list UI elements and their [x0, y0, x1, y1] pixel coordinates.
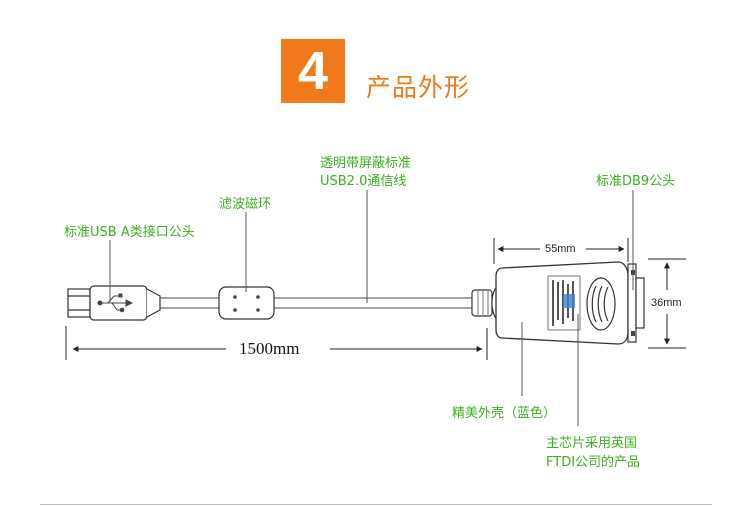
- section-title: 产品外形: [366, 73, 471, 102]
- label-cable-line2: USB2.0通信线: [320, 174, 407, 189]
- label-cable-line1: 透明带屏蔽标准: [320, 156, 412, 171]
- leader-lines: [109, 190, 634, 426]
- label-usb-a-plug: 标准USB A类接口公头: [64, 225, 195, 240]
- cable-segment-1: [160, 297, 220, 309]
- section-number-badge: 4: [281, 39, 345, 103]
- label-ferrite-ring: 滤波磁环: [219, 197, 272, 212]
- length-dimension-label: 1500mm: [239, 339, 300, 358]
- cable-segment-2: [274, 297, 475, 309]
- height-dimension: [648, 258, 686, 349]
- bottom-divider: [40, 504, 712, 505]
- label-shell: 精美外壳（蓝色）: [452, 406, 557, 421]
- usb-a-plug: [67, 285, 161, 321]
- strain-relief: [471, 289, 493, 317]
- height-dimension-label: 36mm: [651, 297, 682, 309]
- width-dimension-label: 55mm: [545, 243, 576, 255]
- db9-connector: [627, 263, 645, 343]
- usb-logo-icon: [97, 293, 134, 313]
- length-dimension: [65, 326, 488, 360]
- adapter-shell: [491, 261, 629, 345]
- ferrite-core: [218, 286, 275, 320]
- label-db9-plug: 标准DB9公头: [596, 174, 676, 189]
- label-chip-line2: FTDI公司的产品: [546, 455, 641, 470]
- width-dimension: [493, 238, 629, 264]
- label-chip-line1: 主芯片采用英国: [546, 436, 638, 451]
